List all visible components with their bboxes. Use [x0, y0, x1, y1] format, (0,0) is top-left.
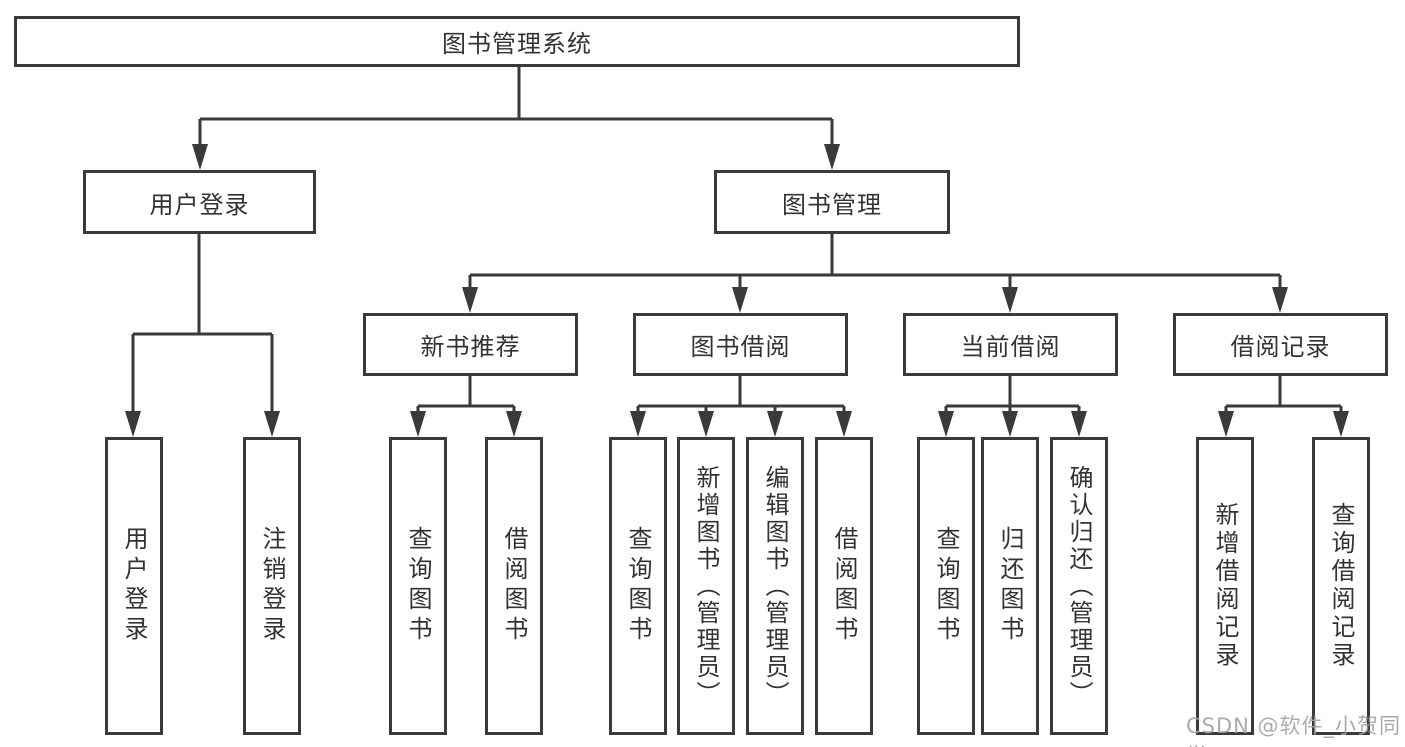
node-borrow-records: 借阅记录 — [1173, 313, 1388, 376]
node-book-borrow: 图书借阅 — [633, 313, 848, 376]
node-new-book-recommend: 新书推荐 — [363, 313, 578, 376]
leaf-query-books-1: 查询图书 — [389, 437, 447, 735]
leaf-add-borrow-record: 新增借阅记录 — [1196, 437, 1254, 735]
leaf-query-books-2: 查询图书 — [609, 437, 667, 735]
leaf-query-borrow-record: 查询借阅记录 — [1312, 437, 1370, 735]
node-current-borrow: 当前借阅 — [903, 313, 1118, 376]
connector-root-to-level2 — [198, 67, 834, 146]
connector-userlogin-children — [131, 234, 274, 413]
connector-records-children — [1224, 376, 1343, 413]
csdn-watermark: CSDN @软件_小贺同学 — [1186, 714, 1402, 747]
node-system-root: 图书管理系统 — [14, 16, 1020, 67]
leaf-add-books-admin: 新增图书（管理员） — [677, 437, 735, 735]
leaf-edit-books-admin: 编辑图书（管理员） — [746, 437, 804, 735]
arrow-heads-userlogin-children — [125, 411, 280, 437]
leaf-user-login: 用户登录 — [105, 437, 163, 735]
connector-bookmgmt-to-level3 — [468, 234, 1282, 289]
leaf-logout: 注销登录 — [243, 437, 301, 735]
node-book-management: 图书管理 — [714, 170, 950, 234]
arrow-heads-level2 — [192, 144, 840, 170]
leaf-borrow-books-2: 借阅图书 — [815, 437, 873, 735]
connector-borrow-children — [636, 376, 846, 413]
node-user-login: 用户登录 — [83, 170, 316, 234]
leaf-borrow-books-1: 借阅图书 — [485, 437, 543, 735]
connector-current-children — [944, 376, 1081, 413]
leaf-query-books-3: 查询图书 — [917, 437, 975, 735]
arrow-heads-level3 — [462, 287, 1288, 313]
leaf-confirm-return-admin: 确认归还（管理员） — [1050, 437, 1108, 735]
leaf-return-books: 归还图书 — [981, 437, 1039, 735]
connector-newbook-children — [416, 376, 516, 413]
arrow-heads-level4 — [410, 411, 1349, 437]
